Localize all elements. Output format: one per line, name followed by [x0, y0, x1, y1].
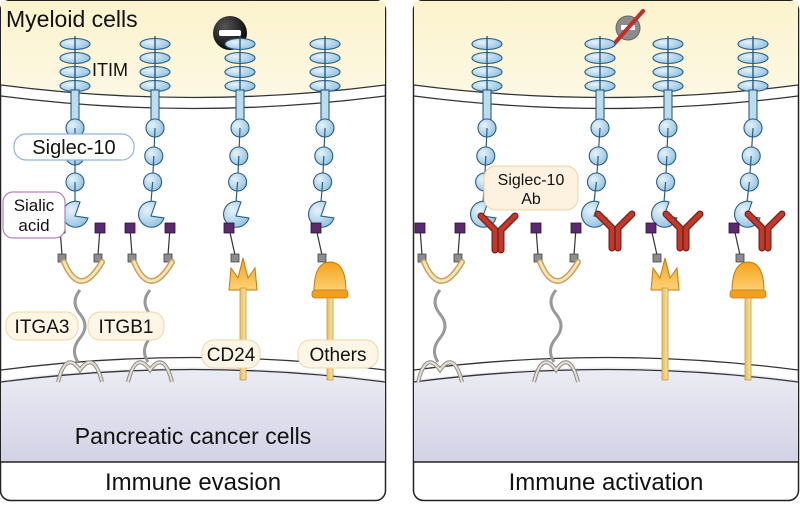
siglec10-receptor-2: [138, 36, 171, 228]
others-label-box: [297, 339, 379, 369]
cd24-label-box: [201, 339, 261, 369]
immune-activation-caption: Immune activation: [509, 469, 704, 496]
siglec10-antibody-1: [477, 212, 519, 254]
siglec10-antibody-2: [594, 210, 636, 252]
pancreatic-cancer-cells-label: Pancreatic cancer cells: [75, 423, 312, 449]
siglec10-receptor-6: [581, 36, 616, 228]
cd24-ligand-1: [223, 222, 258, 381]
immune-evasion-caption: Immune evasion: [105, 469, 281, 496]
right-panel: [412, 0, 800, 502]
myeloid-cells-label: Myeloid cells: [6, 6, 138, 32]
integrin-ligand-4: [530, 222, 582, 383]
cd24-ligand-2: [645, 222, 680, 381]
sialic-acid-label-line1: Sialic: [14, 196, 55, 215]
other-ligand-1: [310, 222, 349, 381]
integrin-ligand-3: [414, 222, 466, 383]
itim-label: ITIM: [92, 60, 128, 80]
left-panel: [0, 0, 387, 502]
siglec10-ab-label-box: [483, 165, 579, 211]
cancer-cell-region: [1, 367, 385, 462]
siglec10-receptor-3: [223, 36, 256, 228]
siglec10-ab-label-line1: Siglec-10: [498, 172, 565, 189]
siglec10-receptor-4: [308, 36, 341, 228]
itga3-label-box: [5, 311, 79, 341]
sialic-acid-label-box: [2, 191, 66, 239]
sialic-acid-label-line2: acid: [18, 216, 49, 235]
siglec10-antibodies: [477, 210, 786, 254]
siglec10-ab-label-line2: Ab: [521, 191, 541, 208]
siglec10-label: Siglec-10: [32, 137, 115, 159]
blocked-inhibition-icon: [612, 9, 645, 46]
cancer-cell-region-right: [414, 367, 798, 462]
siglec10-antibody-4: [744, 210, 786, 252]
siglec10-label-box: [13, 133, 135, 161]
itgb1-label: ITGB1: [99, 317, 154, 338]
cd24-label: CD24: [207, 345, 256, 366]
siglec10-receptor-1: [59, 36, 91, 228]
itga3-label: ITGA3: [15, 317, 70, 338]
myeloid-cell-region: [1, 1, 385, 98]
siglec10-antibody-3: [662, 210, 704, 252]
others-label: Others: [309, 345, 366, 366]
other-ligand-2: [728, 222, 767, 381]
itgb1-label-box: [87, 311, 165, 341]
integrin-ligand-2: [124, 222, 176, 383]
